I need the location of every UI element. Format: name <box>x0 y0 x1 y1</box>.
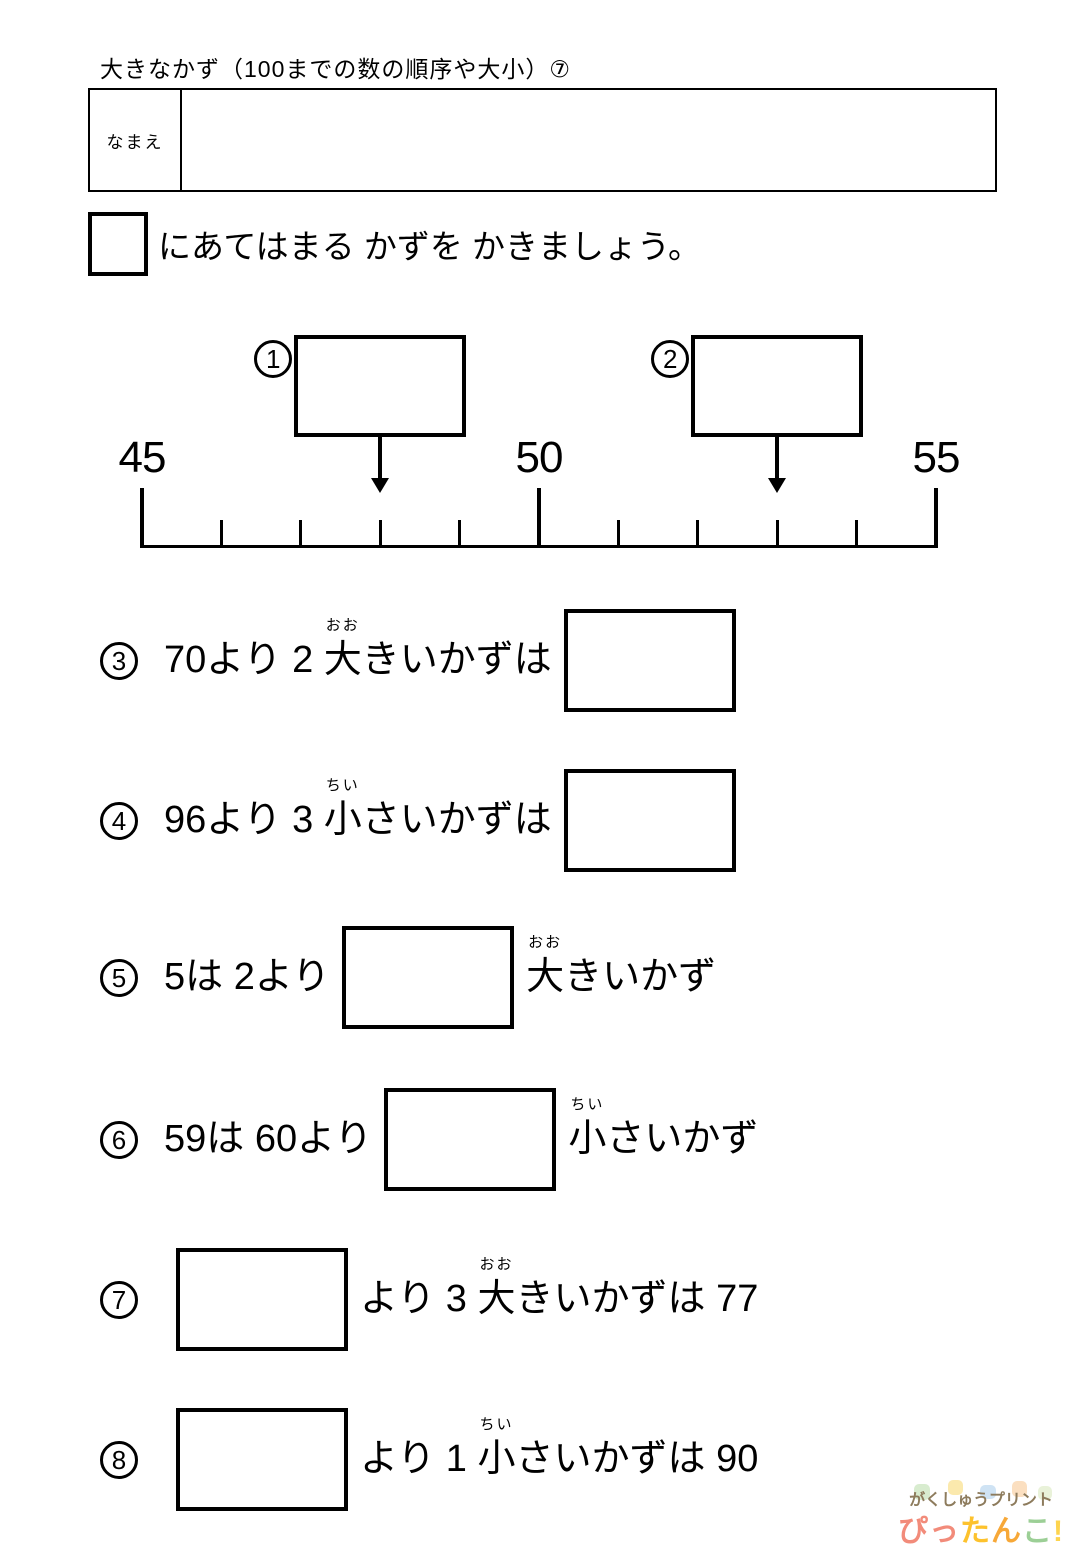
numberline-label-55: 55 <box>912 433 961 482</box>
logo-puzzle-pieces <box>896 1480 1066 1554</box>
question-text: さいかずは 90 <box>515 1437 759 1480</box>
question-text-kanji: 大おお <box>477 1255 516 1320</box>
number-line: 45 50 55 1 2 <box>0 330 1080 565</box>
puzzle-piece <box>1012 1481 1027 1497</box>
question-text: さいかずは <box>361 798 552 841</box>
question-row-8: 8 より 1 小ちいさいかずは 90 <box>0 1407 1080 1512</box>
blank-box-symbol <box>88 212 148 276</box>
numberline-tick-48 <box>378 520 382 548</box>
question-number-circle-6: 6 <box>100 1120 138 1159</box>
numberline-tick-54 <box>855 520 859 548</box>
question-text: きいかずは <box>361 638 552 681</box>
puzzle-piece <box>980 1485 996 1499</box>
answer-box-q8[interactable] <box>176 1408 348 1511</box>
question-number-circle-8: 8 <box>100 1440 138 1479</box>
furigana: おお <box>528 933 563 951</box>
logo-char: こ <box>1022 1515 1053 1548</box>
logo-char: ぴ <box>898 1515 929 1548</box>
pointer-arrow-head-1 <box>371 478 390 493</box>
instruction-text: にあてはまる かずを かきましょう。 <box>158 228 702 265</box>
puzzle-piece <box>914 1484 930 1500</box>
answer-box-q7[interactable] <box>176 1248 348 1351</box>
logo-text-line1: がくしゅうプリント <box>909 1492 1053 1509</box>
question-text: 96より 3 <box>164 798 324 841</box>
question-number-circle-7: 7 <box>100 1280 138 1319</box>
question-row-3: 3 70より 2 大おおきいかずは <box>0 608 1080 713</box>
numberline-tick-46 <box>219 520 223 548</box>
logo-char: ん <box>991 1515 1022 1548</box>
pointer-arrow-line-1 <box>378 437 383 480</box>
numberline-tick-47 <box>299 520 303 548</box>
instruction: にあてはまる かずを かきましょう。 <box>88 212 701 276</box>
answer-box-q4[interactable] <box>563 769 736 872</box>
numberline-tick-50 <box>537 488 541 548</box>
question-text: より 3 <box>360 1277 478 1320</box>
question-number-circle-4: 4 <box>100 801 138 840</box>
question-text-kanji: 小ちい <box>477 1415 516 1480</box>
question-text: 5は 2より <box>164 955 331 998</box>
name-field: なまえ <box>88 88 997 192</box>
question-text: さいかず <box>606 1117 759 1160</box>
logo-char: っ <box>929 1515 960 1548</box>
question-text: 70より 2 <box>164 638 324 681</box>
question-number-circle-3: 3 <box>100 641 138 680</box>
furigana: おお <box>479 1255 514 1273</box>
numberline-tick-45 <box>140 488 144 548</box>
numberline-tick-51 <box>616 520 620 548</box>
question-number-circle-5: 5 <box>100 958 138 997</box>
numberline-tick-52 <box>696 520 700 548</box>
numberline-tick-49 <box>458 520 462 548</box>
puzzle-piece <box>1038 1486 1052 1500</box>
answer-box-q5[interactable] <box>342 926 515 1029</box>
question-number-circle-2: 2 <box>651 340 690 378</box>
furigana: ちい <box>570 1095 605 1113</box>
question-text-kanji: 大おお <box>323 616 362 681</box>
numberline-answer-box-1[interactable] <box>294 335 467 437</box>
logo-text-line2: ぴったんこ! <box>896 1506 1066 1550</box>
question-number-circle-1: 1 <box>254 340 293 378</box>
puzzle-piece <box>948 1480 963 1495</box>
answer-box-q3[interactable] <box>563 609 736 712</box>
pointer-arrow-line-2 <box>775 437 780 480</box>
logo-char: ! <box>1053 1515 1064 1548</box>
pointer-arrow-head-2 <box>768 478 787 493</box>
question-text: より 1 <box>360 1437 478 1480</box>
page-title: 大きなかず（100までの数の順序や大小）⑦ <box>100 56 571 82</box>
numberline-answer-box-2[interactable] <box>691 335 864 437</box>
furigana: おお <box>325 616 360 634</box>
logo: がくしゅうプリント ぴったんこ! <box>896 1480 1066 1554</box>
question-row-5: 5 5は 2より 大おおきいかず <box>0 925 1080 1030</box>
numberline-label-45: 45 <box>118 433 167 482</box>
answer-box-q6[interactable] <box>384 1088 557 1191</box>
name-input-area[interactable] <box>182 90 995 190</box>
question-text-kanji: 小ちい <box>568 1095 607 1160</box>
logo-char: た <box>960 1515 991 1548</box>
furigana: ちい <box>325 776 360 794</box>
numberline-label-50: 50 <box>515 433 564 482</box>
question-text: 59は 60より <box>164 1117 373 1160</box>
furigana: ちい <box>479 1415 514 1433</box>
question-text: きいかず <box>564 955 717 998</box>
question-row-6: 6 59は 60より 小ちいさいかず <box>0 1087 1080 1192</box>
question-text-kanji: 大おお <box>526 933 565 998</box>
question-text-kanji: 小ちい <box>323 776 362 841</box>
question-text: きいかずは 77 <box>515 1277 759 1320</box>
question-row-4: 4 96より 3 小ちいさいかずは <box>0 768 1080 873</box>
numberline-tick-55 <box>934 488 938 548</box>
numberline-tick-53 <box>775 520 779 548</box>
question-row-7: 7 より 3 大おおきいかずは 77 <box>0 1247 1080 1352</box>
name-label: なまえ <box>90 90 182 190</box>
